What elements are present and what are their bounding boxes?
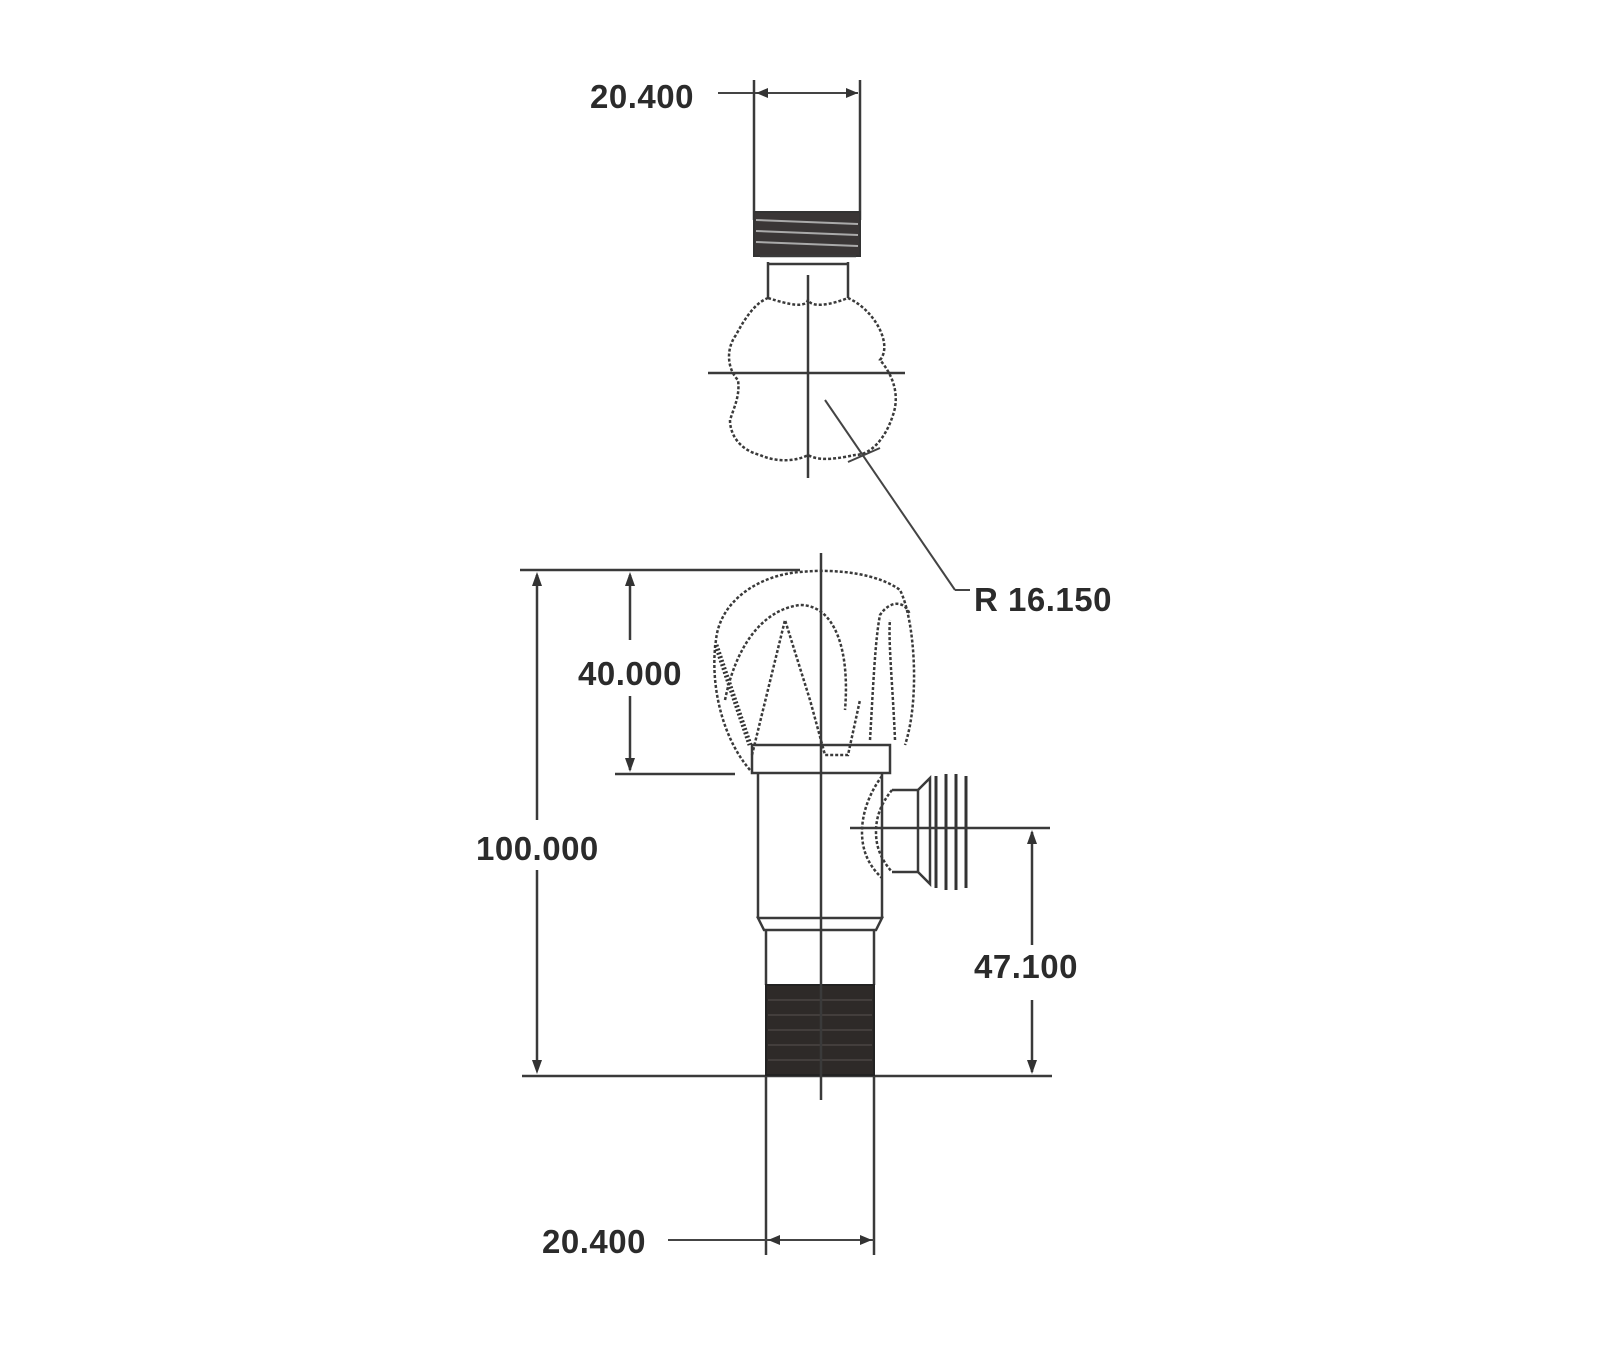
bottom-width-dimension-lines: [668, 1076, 876, 1255]
valve-handle: [713, 569, 916, 775]
dimension-bottom-width: 20.400: [542, 1223, 646, 1260]
dimension-outlet-height: 47.100: [974, 948, 1078, 985]
dimension-top-width: 20.400: [590, 78, 694, 115]
top-thread: [753, 211, 861, 258]
top-view: [708, 80, 970, 591]
dimension-handle-radius: R 16.150: [974, 581, 1112, 618]
valve-body: [755, 774, 885, 985]
dimension-handle-height: 40.000: [578, 655, 682, 692]
top-width-dimension-lines: [718, 80, 862, 220]
front-view: [520, 553, 1052, 1255]
dimension-overall-height: 100.000: [476, 830, 599, 867]
outlet-height-dimension-lines: [1027, 830, 1037, 1074]
handle-height-dimension-lines: [615, 572, 735, 776]
radius-leader: [824, 399, 970, 591]
side-outlet: [850, 774, 1050, 890]
